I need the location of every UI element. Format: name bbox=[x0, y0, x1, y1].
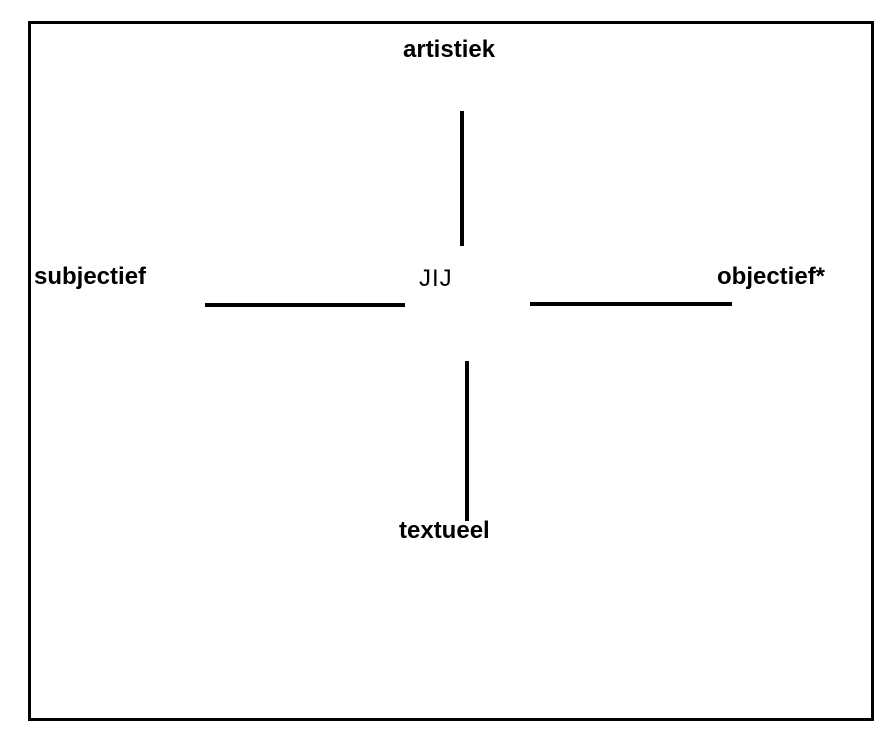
axis-line-down bbox=[465, 361, 469, 521]
axis-label-top: artistiek bbox=[403, 36, 496, 63]
axis-label-bottom: textueel bbox=[399, 517, 490, 544]
axis-label-right: objectief* bbox=[717, 263, 826, 290]
axis-line-up bbox=[460, 111, 464, 246]
axis-line-right bbox=[530, 302, 732, 306]
center-label: JIJ bbox=[419, 265, 453, 292]
diagram-border-frame bbox=[28, 21, 874, 721]
axis-label-left: subjectief bbox=[34, 263, 147, 290]
axis-line-left bbox=[205, 303, 405, 307]
